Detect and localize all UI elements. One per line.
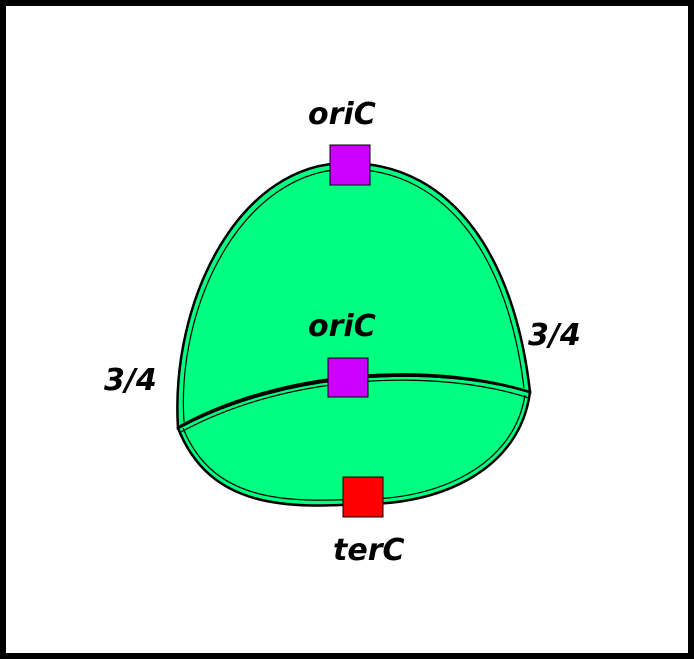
fraction-left-label: 3/4 [104, 366, 157, 396]
oriC-top-label: oriC [308, 100, 376, 130]
oriC-top-marker [330, 145, 370, 185]
fraction-right-label: 3/4 [528, 321, 581, 351]
oriC-middle-marker [328, 358, 368, 397]
terC-label: terC [333, 536, 405, 566]
terC-marker [343, 477, 383, 517]
oriC-middle-label: oriC [308, 312, 376, 342]
